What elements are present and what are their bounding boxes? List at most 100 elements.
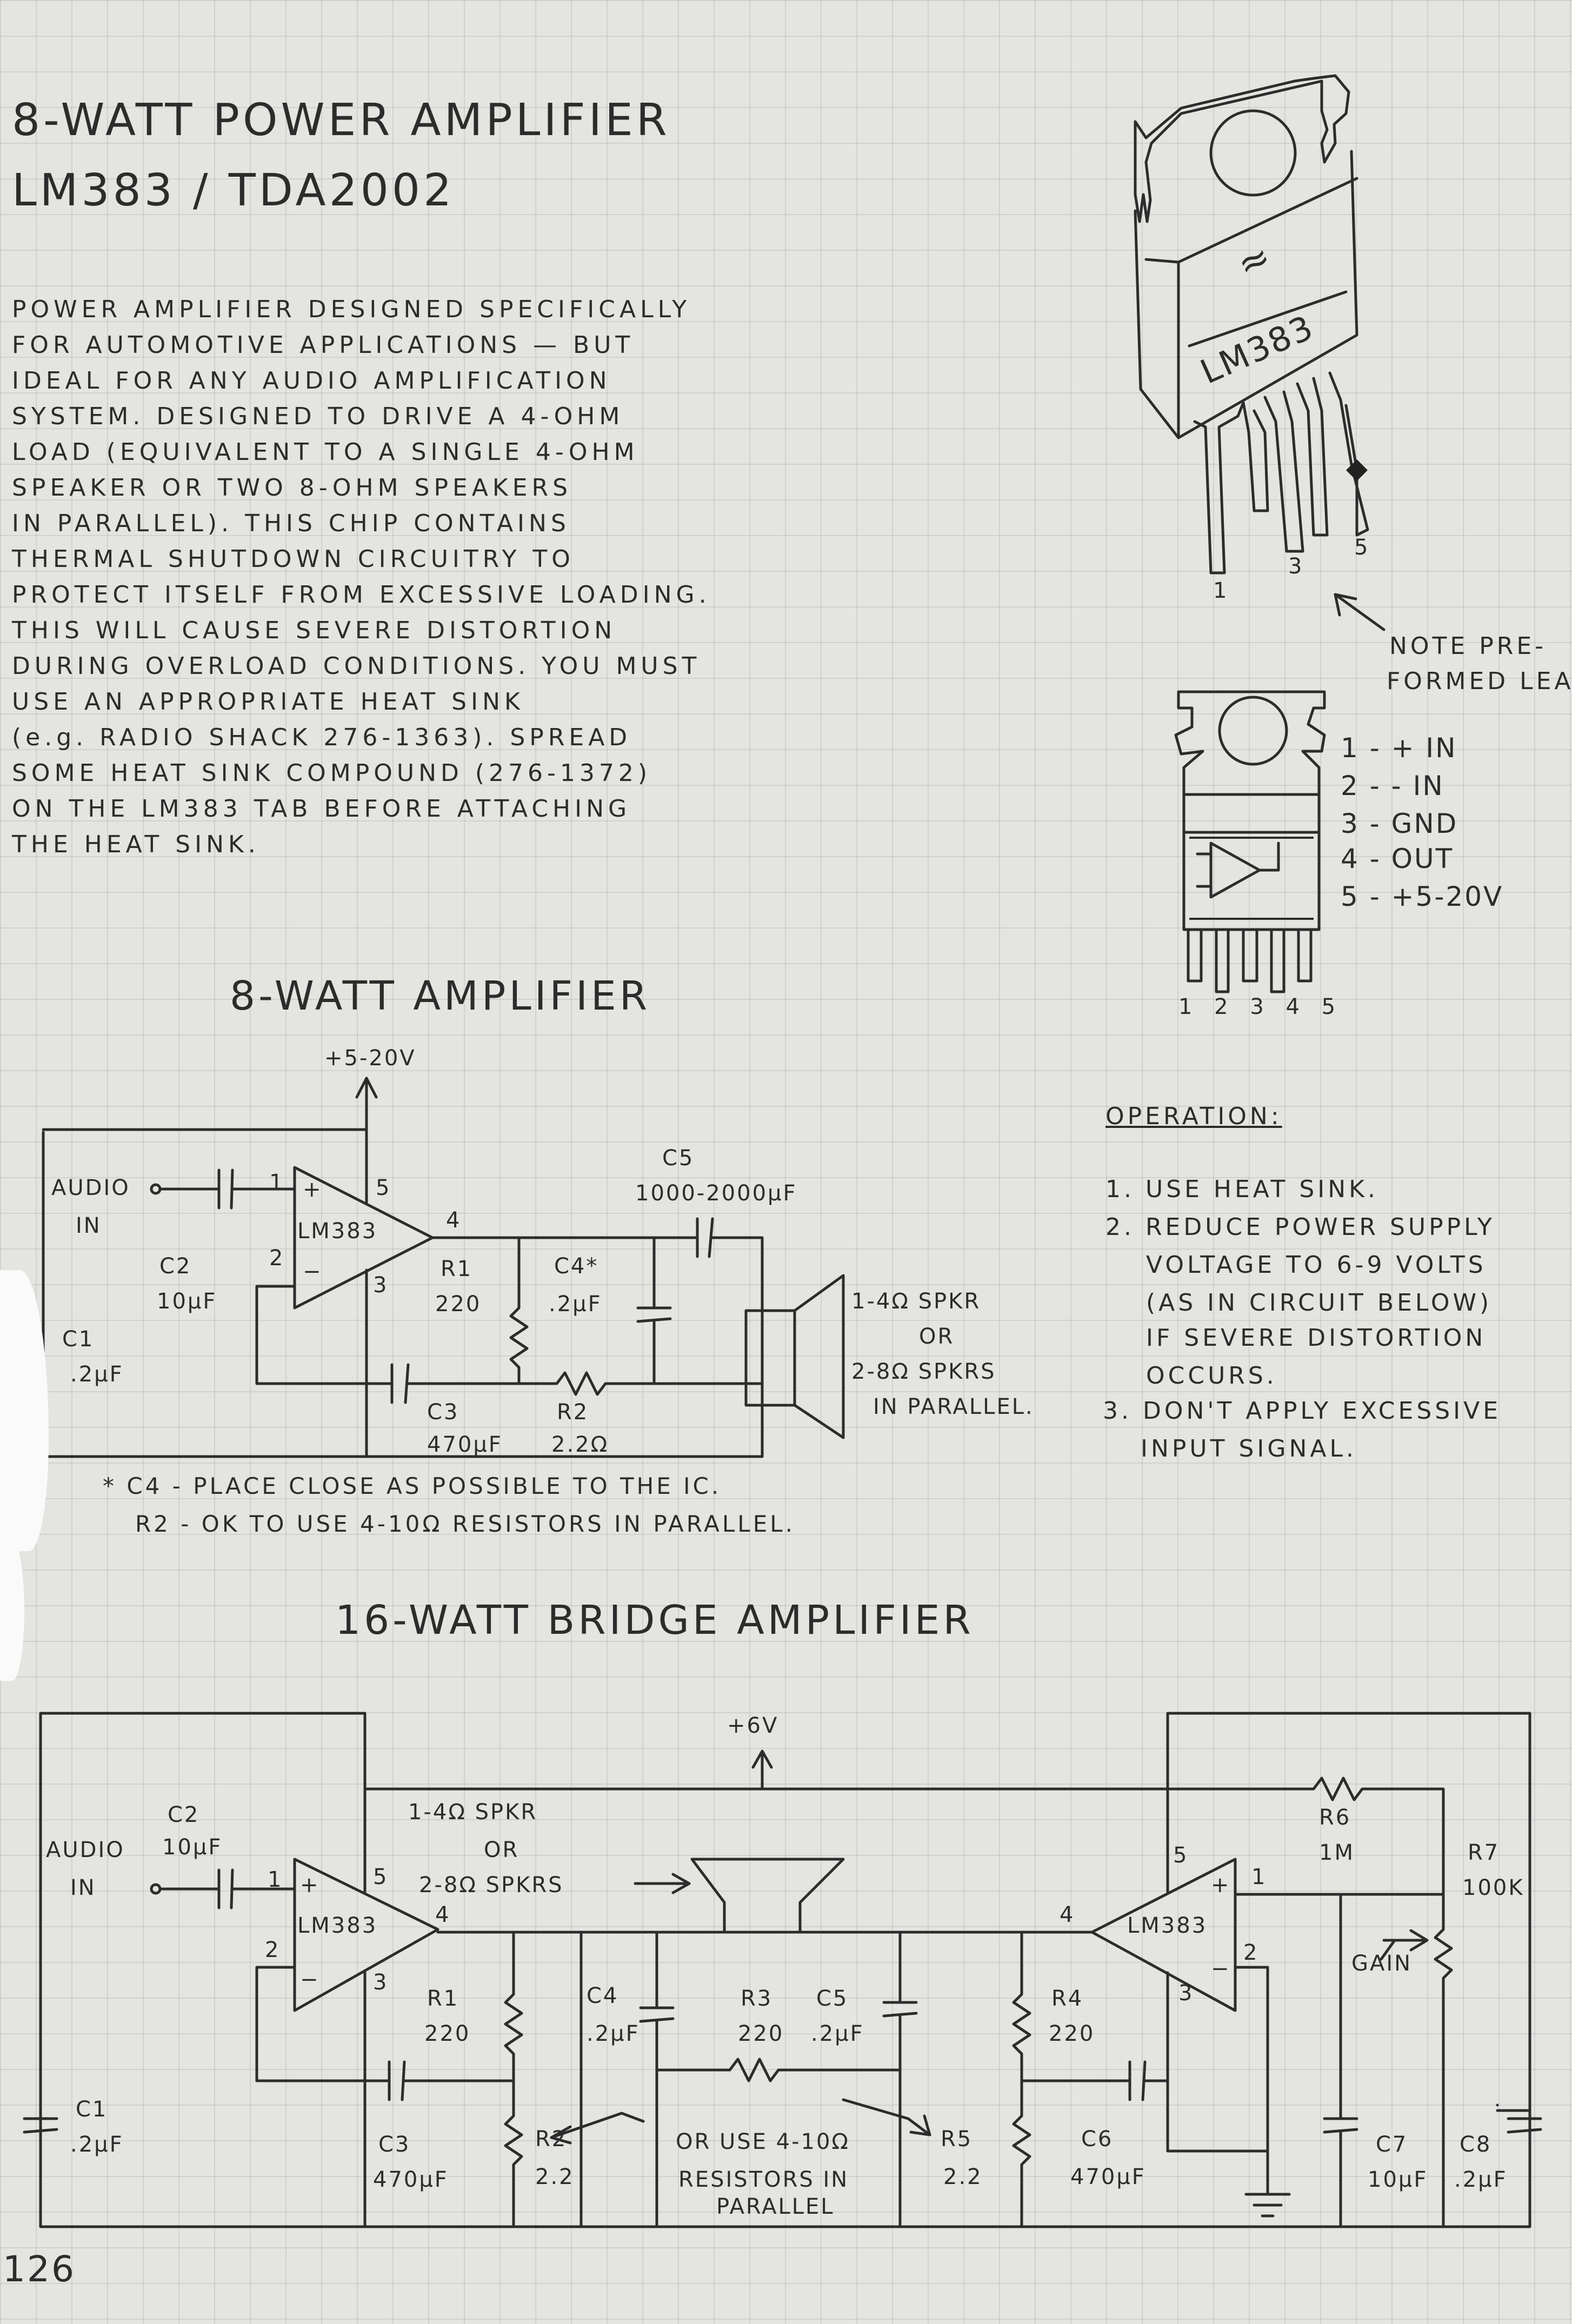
desc-line: POWER AMPLIFIER DESIGNED SPECIFICALLY (12, 296, 691, 323)
amp16-schematic (23, 1712, 1542, 2228)
operation-line-2: 2. REDUCE POWER SUPPLY (1105, 1213, 1495, 1241)
amp16-c1-name: C1 (76, 2097, 108, 2122)
amp8-spkr-line2: 2-8Ω SPKRS (851, 1359, 996, 1384)
desc-line: SYSTEM. DESIGNED TO DRIVE A 4-OHM (12, 403, 624, 430)
amp16-c8-val: .2μF (1454, 2167, 1508, 2192)
amp8-c4-name: C4* (554, 1254, 599, 1279)
amp16-left-pin4: 4 (435, 1902, 451, 1927)
amp16-c7-val: 10μF (1368, 2167, 1428, 2192)
amp16-c2-val: 10μF (162, 1835, 223, 1860)
amp16-c3-val: 470μF (373, 2167, 449, 2192)
operation-line-3: VOLTAGE TO 6-9 VOLTS (1146, 1251, 1487, 1279)
amp16-right-pin3: 3 (1178, 1981, 1194, 2006)
operation-line-7: 3. DON'T APPLY EXCESSIVE (1103, 1397, 1502, 1425)
amp8-r1-name: R1 (441, 1257, 473, 1281)
amp8-note-2: R2 - OK TO USE 4-10Ω RESISTORS IN PARALL… (135, 1511, 795, 1537)
pin-def-2: 2 - - IN (1341, 770, 1444, 802)
amp16-r3-val: 220 (738, 2021, 784, 2046)
amp16-gain-label: GAIN (1351, 1951, 1413, 1976)
lm383-front-view (1174, 690, 1326, 993)
amp16-c5-name: C5 (816, 1986, 849, 2011)
desc-line: THIS WILL CAUSE SEVERE DISTORTION (12, 617, 617, 644)
amp16-spkr-line2: 2-8Ω SPKRS (419, 1873, 564, 1898)
amp16-chip-left: LM383 (297, 1913, 378, 1938)
amp8-c5-val: 1000-2000μF (635, 1181, 797, 1206)
amp8-c2-name: C2 (159, 1254, 192, 1279)
amp8-title: 8-WATT AMPLIFIER (230, 973, 651, 1019)
amp16-r4-val: 220 (1049, 2021, 1095, 2046)
amp8-r2-val: 2.2Ω (551, 1432, 609, 1457)
amp8-c5-name: C5 (662, 1146, 695, 1171)
amp16-or-use: OR USE 4-10Ω (676, 2129, 850, 2154)
amp8-pin1: 1 (269, 1170, 285, 1195)
desc-line: SPEAKER OR TWO 8-OHM SPEAKERS (12, 474, 572, 502)
amp16-r2-name: R2 (535, 2127, 568, 2152)
desc-line: DURING OVERLOAD CONDITIONS. YOU MUST (12, 652, 701, 680)
desc-line: THE HEAT SINK. (12, 831, 260, 858)
amp16-r4-name: R4 (1051, 1986, 1084, 2011)
operation-line-5: IF SEVERE DISTORTION (1146, 1324, 1487, 1352)
amp8-audio: AUDIO (51, 1176, 130, 1200)
amp16-r6-name: R6 (1319, 1805, 1351, 1830)
desc-line: FOR AUTOMOTIVE APPLICATIONS — BUT (12, 331, 635, 359)
amp16-r6-val: 1M (1319, 1840, 1355, 1865)
amp8-supply: +5-20V (324, 1046, 416, 1071)
desc-line: LOAD (EQUIVALENT TO A SINGLE 4-OHM (12, 438, 639, 466)
amp16-c4-name: C4 (587, 1984, 619, 2008)
amp16-title: 16-WATT BRIDGE AMPLIFIER (335, 1597, 974, 1644)
amp16-right-pin1: 1 (1251, 1865, 1267, 1889)
amp16-right-pin2: 2 (1243, 1940, 1259, 1965)
amp16-c2-name: C2 (168, 1802, 200, 1827)
amp16-right-minus: − (1211, 1956, 1231, 1981)
note-preformed-2: FORMED LEAD (1387, 667, 1572, 695)
pin-row-numbers: 1 2 3 4 5 (1178, 994, 1343, 1019)
desc-line: IDEAL FOR ANY AUDIO AMPLIFICATION (12, 367, 611, 395)
amp8-r1-val: 220 (435, 1292, 482, 1317)
amp16-c7-name: C7 (1376, 2132, 1408, 2157)
desc-line: USE AN APPROPRIATE HEAT SINK (12, 688, 524, 716)
desc-line: THERMAL SHUTDOWN CIRCUITRY TO (12, 545, 575, 573)
pin-def-1: 1 - + IN (1341, 732, 1457, 764)
torn-page-edge-2 (0, 1540, 24, 1681)
amp8-pin4: 4 (446, 1208, 462, 1233)
amp8-c3-name: C3 (427, 1400, 459, 1425)
operation-line-8: INPUT SIGNAL. (1141, 1435, 1357, 1462)
amp16-parallel: PARALLEL (716, 2194, 835, 2219)
amp8-spkr-line1: 1-4Ω SPKR (851, 1289, 981, 1314)
amp16-r5-name: R5 (941, 2127, 973, 2152)
description-text: POWER AMPLIFIER DESIGNED SPECIFICALLY FO… (12, 292, 855, 863)
amp16-right-pin4: 4 (1060, 1902, 1075, 1927)
amp16-right-plus: + (1211, 1873, 1231, 1898)
desc-line: (e.g. RADIO SHACK 276-1363). SPREAD (12, 724, 632, 751)
desc-line: SOME HEAT SINK COMPOUND (276-1372) (12, 759, 652, 787)
amp16-chip-right: LM383 (1127, 1913, 1208, 1938)
amp16-c8-name: C8 (1460, 2132, 1492, 2157)
amp8-spkr-line3: IN PARALLEL. (873, 1394, 1034, 1419)
pin-def-3: 3 - GND (1341, 808, 1458, 839)
amp16-r1-val: 220 (424, 2021, 471, 2046)
amp16-r7-val: 100K (1462, 1875, 1524, 1900)
title-line-2: LM383 / TDA2002 (12, 165, 455, 216)
amp8-c2-val: 10μF (157, 1289, 217, 1314)
desc-line: IN PARALLEL). THIS CHIP CONTAINS (12, 510, 570, 537)
amp8-c1-name: C1 (62, 1327, 95, 1352)
package-pin-5: 5 (1354, 535, 1370, 560)
amp16-c1-val: .2μF (70, 2132, 124, 2157)
amp16-r2-val: 2.2 (535, 2165, 575, 2189)
amp16-c6-val: 470μF (1070, 2165, 1146, 2189)
amp8-audio-in: IN (76, 1213, 102, 1238)
lm383-3d-package (1134, 74, 1386, 631)
amp16-spkr-line1: 1-4Ω SPKR (408, 1800, 538, 1825)
amp16-resistors-in: RESISTORS IN (678, 2167, 849, 2192)
amp8-plus-input: + (303, 1177, 323, 1202)
amp8-pin3: 3 (373, 1273, 389, 1298)
package-pin-3: 3 (1288, 554, 1304, 579)
amp16-audio-in: IN (70, 1875, 96, 1900)
operation-line-1: 1. USE HEAT SINK. (1105, 1176, 1378, 1203)
amp16-audio: AUDIO (46, 1838, 125, 1862)
operation-title: OPERATION: (1105, 1103, 1282, 1130)
page-number: 126 (3, 2248, 76, 2290)
amp8-chip: LM383 (297, 1219, 378, 1244)
